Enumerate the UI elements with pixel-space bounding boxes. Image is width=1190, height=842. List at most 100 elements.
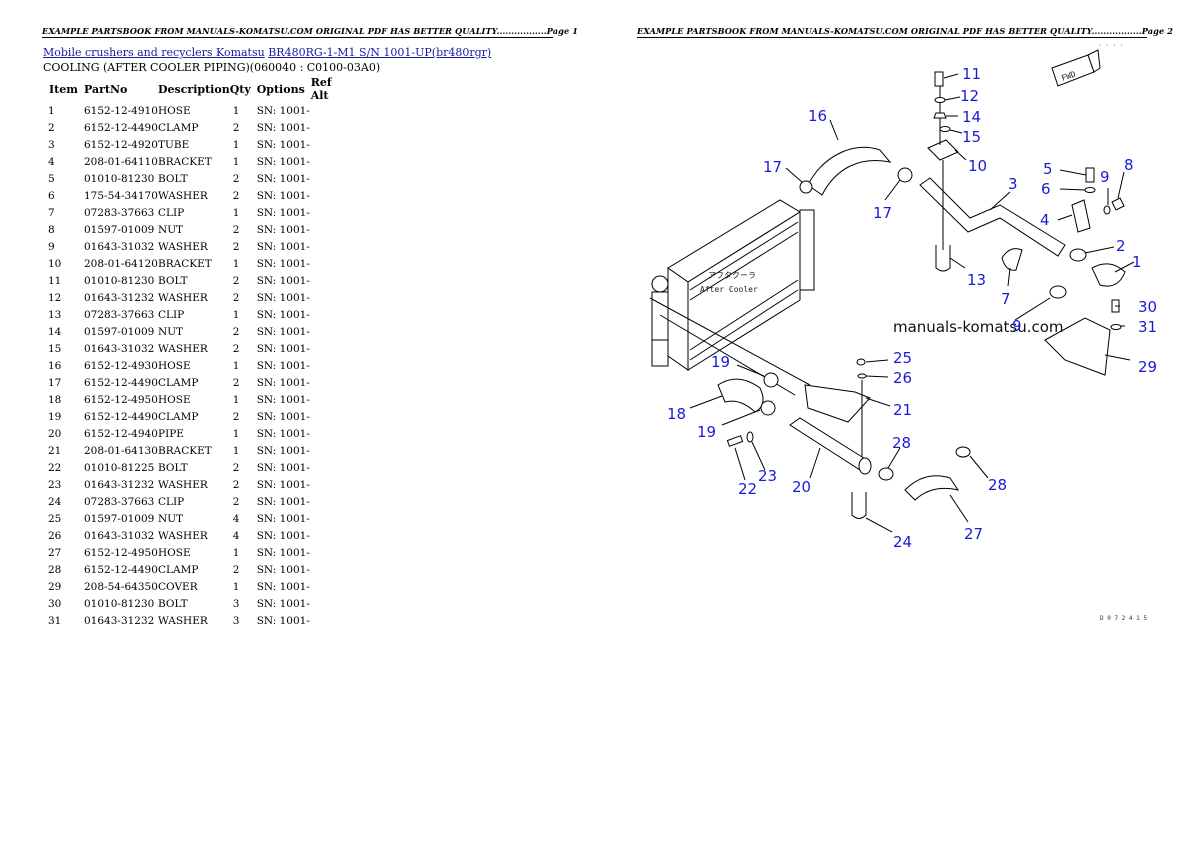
cell-partno: 6152-12-4940 bbox=[84, 427, 158, 440]
callout-label: 28 bbox=[988, 476, 1007, 494]
cell-qty: 4 bbox=[232, 512, 240, 525]
cell-item: 22 bbox=[48, 461, 62, 474]
cell-item: 4 bbox=[48, 155, 55, 168]
cell-options: SN: 1001- bbox=[256, 206, 310, 219]
cell-item: 15 bbox=[48, 342, 62, 355]
cell-qty: 2 bbox=[232, 342, 240, 355]
page-2: EXAMPLE PARTSBOOK FROM MANUALS-KOMATSU.C… bbox=[595, 0, 1190, 842]
cell-options: SN: 1001- bbox=[256, 359, 310, 372]
clamp-19b-icon bbox=[760, 400, 776, 416]
clamp-28b-icon bbox=[955, 446, 971, 458]
cell-description: HOSE bbox=[158, 359, 191, 372]
cell-partno: 01643-31232 bbox=[84, 614, 155, 627]
cell-item: 6 bbox=[48, 189, 55, 202]
callout-label: 7 bbox=[1001, 290, 1011, 308]
washer-12-icon bbox=[934, 97, 946, 103]
clip-13-icon bbox=[935, 245, 951, 272]
hose-27-icon bbox=[904, 475, 960, 501]
cell-partno: 208-01-64110 bbox=[84, 155, 158, 168]
cell-partno: 6152-12-4950 bbox=[84, 393, 158, 406]
cell-description: BOLT bbox=[158, 461, 188, 474]
cell-qty: 3 bbox=[232, 614, 240, 627]
callout-label: 30 bbox=[1138, 298, 1157, 316]
cell-description: HOSE bbox=[158, 104, 191, 117]
cell-qty: 2 bbox=[232, 376, 240, 389]
callout-label: 27 bbox=[964, 525, 983, 543]
cell-options: SN: 1001- bbox=[256, 376, 310, 389]
cell-options: SN: 1001- bbox=[256, 444, 310, 457]
cell-description: WASHER bbox=[158, 342, 208, 355]
hose-18-icon bbox=[717, 378, 764, 413]
cell-item: 13 bbox=[48, 308, 62, 321]
page-1: EXAMPLE PARTSBOOK FROM MANUALS-KOMATSU.C… bbox=[42, 26, 578, 629]
bolt-11-icon bbox=[934, 71, 944, 87]
cell-qty: 1 bbox=[232, 104, 240, 117]
callout-label: 4 bbox=[1040, 211, 1050, 229]
bracket-10-icon bbox=[927, 139, 959, 161]
callout-label: 16 bbox=[808, 107, 827, 125]
callout-label: 15 bbox=[962, 128, 981, 146]
cell-description: CLAMP bbox=[158, 376, 199, 389]
callout-label: 22 bbox=[738, 480, 757, 498]
cell-partno: 01643-31032 bbox=[84, 240, 155, 253]
nut-8-icon bbox=[1111, 197, 1125, 211]
clip-24-icon bbox=[851, 492, 867, 519]
cell-qty: 2 bbox=[232, 274, 240, 287]
hose-1-icon bbox=[1091, 263, 1126, 287]
clamp-17b-icon bbox=[897, 167, 913, 183]
cell-options: SN: 1001- bbox=[256, 172, 310, 185]
breadcrumb-link-catalog[interactable]: Mobile crushers and recyclers Komatsu bbox=[43, 46, 265, 59]
cell-partno: 01643-31032 bbox=[84, 529, 155, 542]
cell-description: BRACKET bbox=[158, 257, 212, 270]
cell-qty: 2 bbox=[232, 563, 240, 576]
bolt-22-icon bbox=[726, 435, 744, 447]
washer-26-icon bbox=[857, 373, 867, 379]
diagram-ref-code: D 0 7 2 4 1 5 bbox=[1100, 615, 1147, 622]
cell-description: CLIP bbox=[158, 495, 185, 508]
washer-31-icon bbox=[1110, 324, 1122, 330]
cell-item: 24 bbox=[48, 495, 62, 508]
callout-label: 13 bbox=[967, 271, 986, 289]
callout-label: 26 bbox=[893, 369, 912, 387]
breadcrumb-link-model[interactable]: BR480RG-1-M1 S/N 1001-UP(br480rgr) bbox=[268, 46, 492, 59]
cell-item: 26 bbox=[48, 529, 62, 542]
col-header-description: Description bbox=[158, 82, 230, 96]
bolt-5-icon bbox=[1085, 167, 1095, 183]
callout-label: 20 bbox=[792, 478, 811, 496]
callout-label: 9 bbox=[1100, 168, 1110, 186]
cell-partno: 6152-12-4490 bbox=[84, 410, 158, 423]
col-header-options: Options bbox=[256, 82, 305, 96]
callout-label: 24 bbox=[893, 533, 912, 551]
cell-description: WASHER bbox=[158, 478, 208, 491]
cell-description: HOSE bbox=[158, 546, 191, 559]
cell-item: 20 bbox=[48, 427, 62, 440]
cell-description: TUBE bbox=[158, 138, 190, 151]
cell-partno: 208-01-64120 bbox=[84, 257, 158, 270]
washer-23-icon bbox=[746, 431, 754, 443]
cell-options: SN: 1001- bbox=[256, 189, 310, 202]
washer-9-icon bbox=[1103, 205, 1111, 215]
cell-partno: 01010-81230 bbox=[84, 172, 155, 185]
cell-qty: 4 bbox=[232, 529, 240, 542]
cell-description: CLAMP bbox=[158, 121, 199, 134]
callout-label: 8 bbox=[1124, 156, 1134, 174]
nut-25-icon bbox=[856, 358, 866, 366]
cell-partno: 208-01-64130 bbox=[84, 444, 158, 457]
cell-item: 10 bbox=[48, 257, 62, 270]
after-cooler-icon: アフタクーラ After Cooler bbox=[651, 199, 815, 371]
bracket-4-icon bbox=[1071, 199, 1091, 233]
cell-item: 11 bbox=[48, 274, 62, 287]
cell-description: WASHER bbox=[158, 291, 208, 304]
cell-description: NUT bbox=[158, 512, 184, 525]
cell-options: SN: 1001- bbox=[256, 614, 310, 627]
